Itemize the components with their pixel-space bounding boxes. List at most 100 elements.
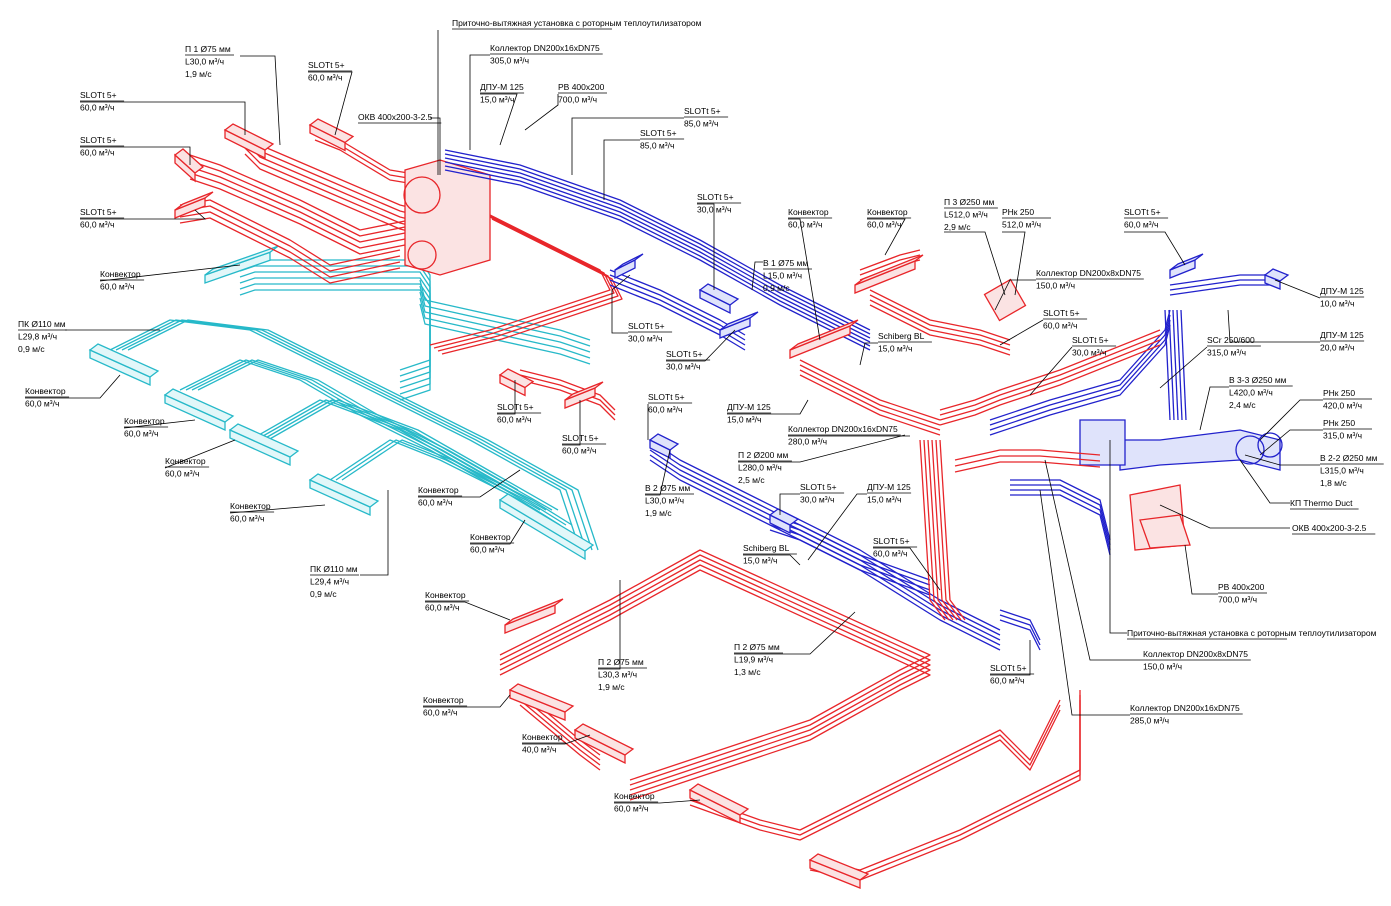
exhaust-duct-blue — [769, 529, 931, 596]
leader-line — [873, 547, 941, 591]
floor-duct-cyan — [419, 291, 591, 353]
label-line: 60,0 м³/ч — [165, 469, 199, 479]
label-line: В 3-3 Ø250 мм — [1229, 375, 1287, 385]
label-slott-60-f: SLOTt 5+60,0 м³/ч — [1043, 308, 1088, 331]
supply-duct-red — [689, 709, 1061, 841]
label-line: 60,0 м³/ч — [788, 220, 822, 230]
floor-duct-cyan — [419, 303, 591, 365]
leader-line — [999, 319, 1044, 346]
supply-duct-red — [939, 329, 1161, 411]
label-line: L420,0 м³/ч — [1229, 388, 1273, 398]
label-slott-60-a: SLOTt 5+60,0 м³/ч — [308, 60, 353, 83]
label-line: 0,9 м/с — [310, 589, 337, 599]
label-line: 60,0 м³/ч — [230, 514, 264, 524]
supply-duct-red — [869, 304, 1011, 356]
leader-line — [645, 449, 671, 496]
exhaust-duct-blue — [444, 157, 871, 339]
label-line: 15,0 м³/ч — [878, 344, 912, 354]
convector-red — [789, 325, 851, 359]
supply-duct-red — [189, 172, 411, 249]
leader-line — [99, 264, 241, 282]
convector-red-top — [508, 683, 575, 713]
label-line: Конвектор — [423, 695, 464, 705]
label-slott-85-a: SLOTt 5+85,0 м³/ч — [684, 106, 729, 129]
label-line: 285,0 м³/ч — [1130, 716, 1169, 726]
floor-duct-cyan — [261, 399, 553, 511]
label-line: 1,8 м/с — [1320, 478, 1347, 488]
label-line: Конвектор — [418, 485, 459, 495]
label-line: 305,0 м³/ч — [490, 56, 529, 66]
label-line: SLOTt 5+ — [80, 135, 117, 145]
exhaust-duct-blue — [1176, 309, 1183, 421]
leader-line — [469, 54, 490, 150]
label-line: 15,0 м³/ч — [867, 495, 901, 505]
label-line: 60,0 м³/ч — [497, 415, 531, 425]
label-line: 85,0 м³/ч — [684, 119, 718, 129]
label-line: ДПУ-М 125 — [727, 402, 771, 412]
floor-duct-cyan — [239, 283, 431, 395]
leader-line — [1029, 346, 1073, 396]
label-line: SLOTt 5+ — [990, 663, 1027, 673]
label-line: ДПУ-М 125 — [1320, 286, 1364, 296]
label-line: В 2 Ø75 мм — [645, 483, 690, 493]
label-line: 60,0 м³/ч — [308, 73, 342, 83]
label-line: L29,8 м³/ч — [18, 332, 57, 342]
supply-duct-red — [519, 369, 616, 411]
label-line: ПК Ø110 мм — [310, 564, 358, 574]
supply-duct-red — [859, 254, 921, 276]
supply-duct-red-loop — [499, 549, 931, 781]
label-slott-30-d: SLOTt 5+30,0 м³/ч — [1072, 335, 1117, 358]
leader-line — [738, 434, 906, 463]
leader-line — [164, 439, 236, 469]
floor-duct-cyan — [127, 319, 599, 551]
label-line: 30,0 м³/ч — [1072, 348, 1106, 358]
leader-line — [430, 117, 441, 175]
label-line: 60,0 м³/ч — [1124, 220, 1158, 230]
exhaust-duct-blue — [1168, 309, 1175, 421]
label-line: Коллектор DN200x16xDN75 — [490, 43, 600, 53]
leader-line — [1124, 231, 1186, 266]
label-line: 512,0 м³/ч — [1002, 220, 1041, 230]
leader-line — [867, 218, 906, 256]
leader-line — [308, 71, 353, 136]
label-line: 2,4 м/с — [1229, 400, 1256, 410]
label-line: SLOTt 5+ — [697, 192, 734, 202]
convector-cyan-top — [308, 473, 380, 508]
label-line: КП Thermo Duct — [1290, 498, 1353, 508]
label-line: SLOTt 5+ — [640, 128, 677, 138]
exhaust-duct-blue — [1010, 489, 1111, 551]
leader-line — [990, 640, 1031, 676]
label-line: L15,0 м³/ч — [763, 271, 802, 281]
leader-line — [1159, 346, 1208, 389]
supply-duct-red — [179, 217, 401, 284]
terminal-blue-top — [1263, 268, 1290, 282]
supply-duct-red — [519, 704, 601, 771]
label-line: 85,0 м³/ч — [640, 141, 674, 151]
leader-line — [743, 554, 801, 566]
convector-cyan-top — [498, 493, 595, 552]
rotor-heat-exchanger — [403, 176, 441, 214]
floor-duct-cyan — [329, 439, 561, 526]
terminal-red-top — [173, 148, 205, 174]
label-slott-60-d: SLOTt 5+60,0 м³/ч — [80, 207, 125, 230]
label-line: L315,0 м³/ч — [1320, 466, 1364, 476]
exhaust-duct-blue — [1169, 284, 1275, 296]
label-line: 60,0 м³/ч — [418, 498, 452, 508]
label-line: 15,0 м³/ч — [727, 415, 761, 425]
terminal-red-top — [308, 118, 355, 144]
floor-duct-cyan — [239, 271, 431, 383]
label-slott-30-c: SLOTt 5+30,0 м³/ч — [666, 349, 711, 372]
damper — [1257, 432, 1283, 458]
label-line: 60,0 м³/ч — [867, 220, 901, 230]
